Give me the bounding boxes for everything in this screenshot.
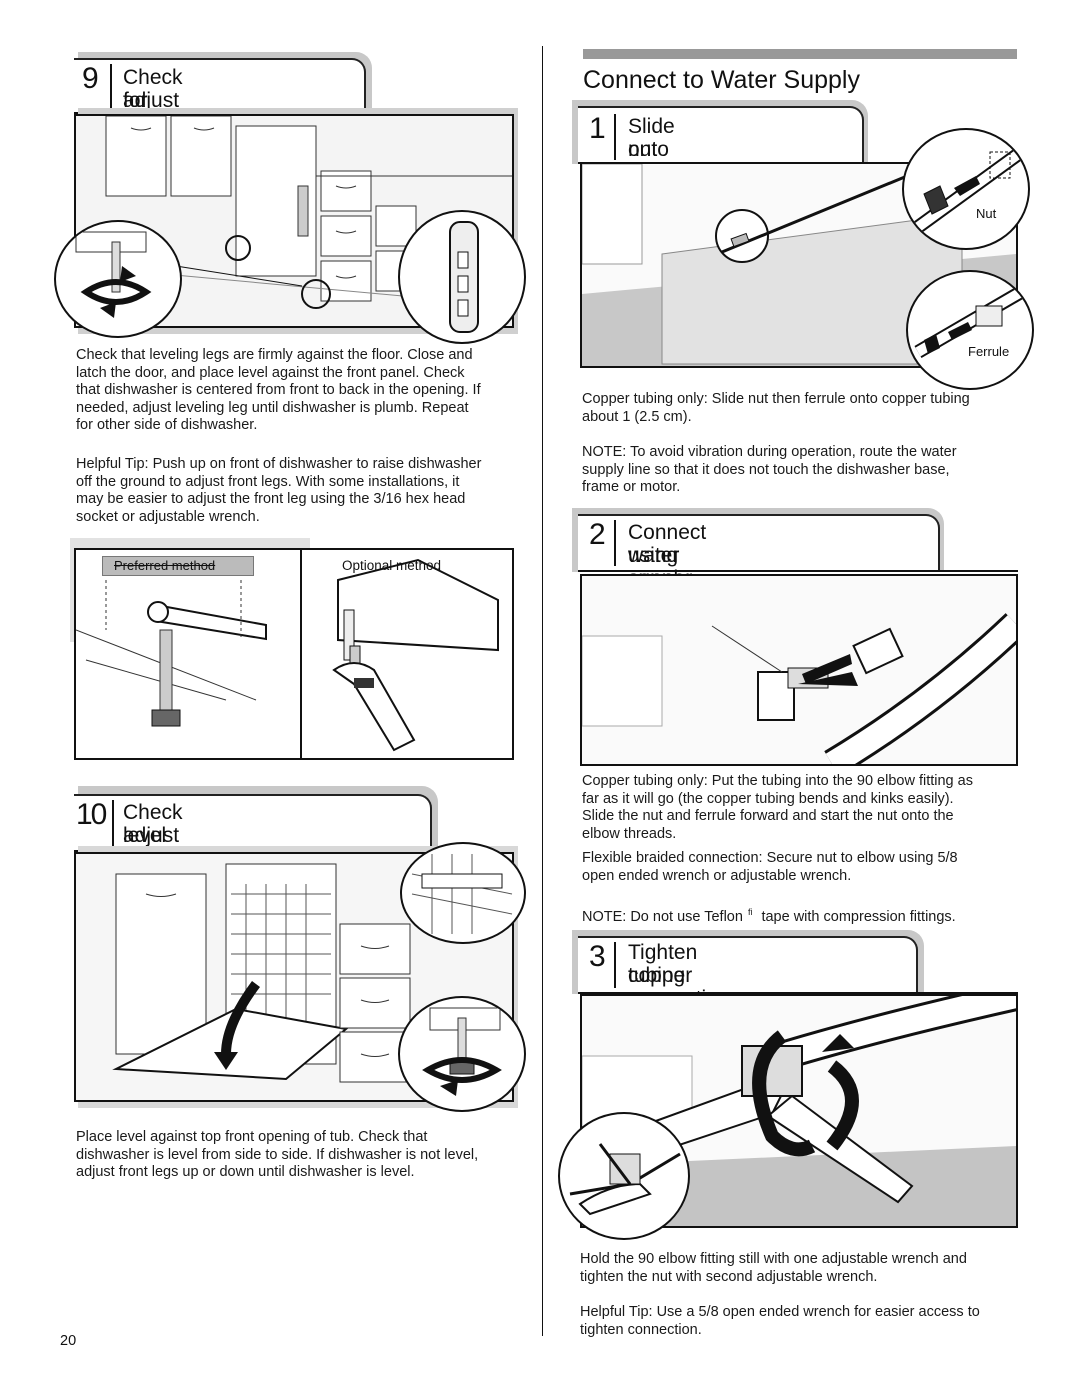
door-latch-callout	[398, 210, 526, 344]
ferrule-label: Ferrule	[968, 344, 1010, 359]
step-1-note: NOTE: To avoid vibration during operatio…	[582, 444, 957, 495]
column-divider	[542, 46, 543, 1336]
wrench-callout	[558, 1112, 690, 1240]
step-3-number: 3	[589, 940, 606, 973]
step-9-body: Check that leveling legs are firmly agai…	[76, 347, 481, 433]
step-2-note-suffix: tape with compression fittings.	[757, 908, 956, 925]
section-title-bar	[583, 49, 1017, 59]
step-3-helpful-tip: Helpful Tip: Use a 5/8 open ended wrench…	[580, 1304, 980, 1338]
step-1-number: 1	[589, 112, 606, 145]
preferred-method-text: Preferred method	[114, 558, 216, 573]
step-2-illustration	[580, 574, 1018, 766]
rack-callout	[400, 842, 526, 944]
step-3-body: Hold the 90 elbow fitting still with one…	[580, 1251, 967, 1285]
step-1-body: Copper tubing only: Slide nut then ferru…	[582, 391, 970, 425]
step-10-illustration	[74, 852, 514, 1102]
step-2-number: 2	[589, 518, 606, 551]
leg-adjust-callout	[54, 220, 182, 338]
optional-method-label: Optional method	[342, 558, 442, 573]
step-2-note-prefix: NOTE: Do not use Teflon	[582, 908, 743, 925]
step-10-body: Place level against top front opening of…	[76, 1129, 479, 1180]
nut-callout: Nut	[902, 128, 1030, 250]
step-2-note: NOTE: Do not use Teflon fi tape with comp…	[582, 904, 1022, 926]
step-9-number: 9	[82, 62, 99, 95]
step-1-illustration	[580, 162, 1018, 368]
step-2-note-mark: fi	[747, 907, 753, 917]
preferred-method-label	[102, 556, 254, 576]
step-2-flex: Flexible braided connection: Secure nut …	[582, 850, 958, 884]
ferrule-callout: Ferrule	[906, 270, 1034, 390]
page-number: 20	[60, 1333, 77, 1349]
nut-label: Nut	[976, 206, 997, 221]
step-9-helpful-tip: Helpful Tip: Push up on front of dishwas…	[76, 456, 482, 525]
leg-level-callout	[398, 996, 526, 1112]
step-2-body: Copper tubing only: Put the tubing into …	[582, 773, 973, 842]
step-10-number: 10	[76, 798, 107, 831]
section-title: Connect to Water Supply	[583, 66, 860, 94]
methods-illustration: Preferred method Optional method	[74, 548, 514, 760]
